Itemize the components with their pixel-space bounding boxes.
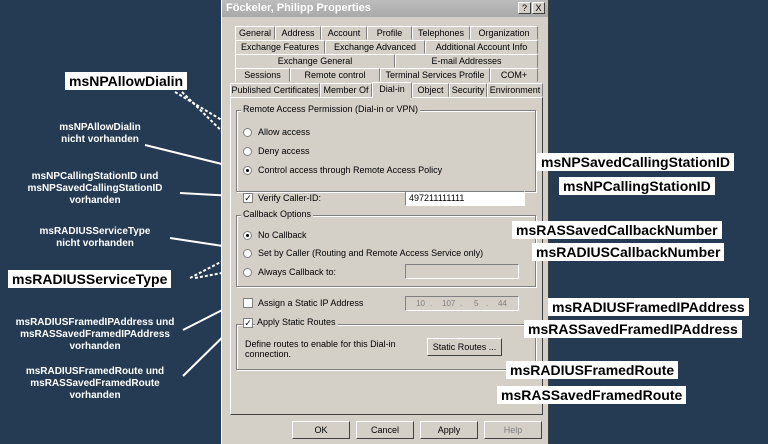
allow-access-radio[interactable] [243, 128, 252, 137]
ann-service-type: msRADIUSServiceType [8, 270, 172, 288]
always-callback-radio[interactable] [243, 268, 252, 277]
static-ip-label: Assign a Static IP Address [258, 298, 364, 308]
ann-saved-framed-ip: msRASSavedFramedIPAddress [524, 320, 742, 338]
remote-access-title: Remote Access Permission (Dial-in or VPN… [241, 104, 421, 114]
set-by-caller-radio[interactable] [243, 249, 252, 258]
callback-title: Callback Options [241, 209, 314, 219]
tab-email-addresses[interactable]: E-mail Addresses [395, 54, 538, 68]
cancel-button[interactable]: Cancel [356, 421, 414, 439]
ip-octet-2: 107 [442, 299, 456, 308]
control-access-radio[interactable] [243, 166, 252, 175]
tab-remote-control[interactable]: Remote control [290, 68, 380, 82]
ann-calling-station: msNPCallingStationID [559, 177, 715, 195]
ann-calling-station-na: msNPCallingStationID und msNPSavedCallin… [27, 171, 163, 206]
properties-dialog: Föckeler, Philipp Properties ? X General… [221, 0, 549, 444]
tab-terminal-services-profile[interactable]: Terminal Services Profile [380, 68, 490, 82]
help-button[interactable]: Help [484, 421, 542, 439]
tab-profile[interactable]: Profile [367, 26, 412, 40]
no-callback-radio[interactable] [243, 231, 252, 240]
tab-exchange-features[interactable]: Exchange Features [235, 40, 325, 54]
ann-service-type-na: msRADIUSServiceType nicht vorhanden [39, 226, 151, 249]
static-routes-label: Apply Static Routes [255, 317, 338, 327]
tab-exchange-general[interactable]: Exchange General [235, 54, 395, 68]
ok-button[interactable]: OK [292, 421, 350, 439]
tab-organization[interactable]: Organization [470, 26, 538, 40]
static-ip-checkbox[interactable] [243, 298, 253, 308]
ann-saved-framed-route: msRASSavedFramedRoute [497, 386, 687, 404]
tab-sessions[interactable]: Sessions [235, 68, 290, 82]
help-title-button[interactable]: ? [518, 2, 531, 14]
ann-callback: msRADIUSCallbackNumber [532, 243, 725, 261]
static-routes-group [236, 324, 536, 370]
dialog-title: Föckeler, Philipp Properties [222, 0, 548, 17]
tab-member-of[interactable]: Member Of [320, 83, 372, 97]
tab-object[interactable]: Object [412, 83, 449, 97]
ip-octet-3: 5 [474, 299, 479, 308]
allow-access-label: Allow access [258, 127, 311, 137]
close-icon[interactable]: X [532, 2, 545, 14]
ann-allow-dialin: msNPAllowDialin [65, 72, 188, 90]
deny-access-label: Deny access [258, 146, 310, 156]
tab-additional-account-info[interactable]: Additional Account Info [425, 40, 538, 54]
static-ip-input[interactable]: 10 . 107 . 5 . 44 [405, 296, 519, 311]
ann-saved-callback: msRASSavedCallbackNumber [512, 221, 722, 239]
no-callback-label: No Callback [258, 230, 307, 240]
control-access-label: Control access through Remote Access Pol… [258, 165, 443, 175]
deny-access-radio[interactable] [243, 147, 252, 156]
ann-framed-route: msRADIUSFramedRoute [506, 361, 679, 379]
static-routes-button[interactable]: Static Routes ... [427, 338, 502, 356]
ann-saved-calling-station: msNPSavedCallingStationID [537, 153, 735, 171]
ip-octet-1: 10 [416, 299, 425, 308]
apply-button[interactable]: Apply [420, 421, 478, 439]
tab-security[interactable]: Security [449, 83, 487, 97]
ann-framed-ip: msRADIUSFramedIPAddress [548, 298, 749, 316]
ann-framed-ip-text: msRADIUSFramedIPAddress und msRASSavedFr… [15, 317, 175, 352]
tab-environment[interactable]: Environment [487, 83, 543, 97]
tab-general[interactable]: General [235, 26, 275, 40]
dial-in-panel: Remote Access Permission (Dial-in or VPN… [230, 97, 543, 415]
static-routes-desc: Define routes to enable for this Dial-in… [245, 339, 396, 359]
ann-allow-dialin-na: msNPAllowDialin nicht vorhanden [59, 122, 141, 145]
tab-exchange-advanced[interactable]: Exchange Advanced [325, 40, 425, 54]
callback-number-input[interactable] [405, 264, 519, 279]
static-routes-checkbox[interactable]: ✓ [243, 318, 253, 328]
tab-published-certificates[interactable]: Published Certificates [230, 83, 320, 97]
set-by-caller-label: Set by Caller (Routing and Remote Access… [258, 248, 484, 258]
tab-account[interactable]: Account [321, 26, 367, 40]
tab-dial-in[interactable]: Dial-in [372, 82, 412, 98]
verify-caller-input[interactable]: 497211111111 [405, 191, 525, 206]
ip-octet-4: 44 [498, 299, 507, 308]
tab-address[interactable]: Address [275, 26, 321, 40]
verify-caller-checkbox[interactable]: ✓ [243, 193, 253, 203]
ann-framed-route-text: msRADIUSFramedRoute und msRASSavedFramed… [25, 366, 165, 401]
verify-caller-label: Verify Caller-ID: [258, 193, 322, 203]
tab-com-plus[interactable]: COM+ [490, 68, 538, 82]
tab-telephones[interactable]: Telephones [412, 26, 470, 40]
always-callback-label: Always Callback to: [258, 267, 337, 277]
